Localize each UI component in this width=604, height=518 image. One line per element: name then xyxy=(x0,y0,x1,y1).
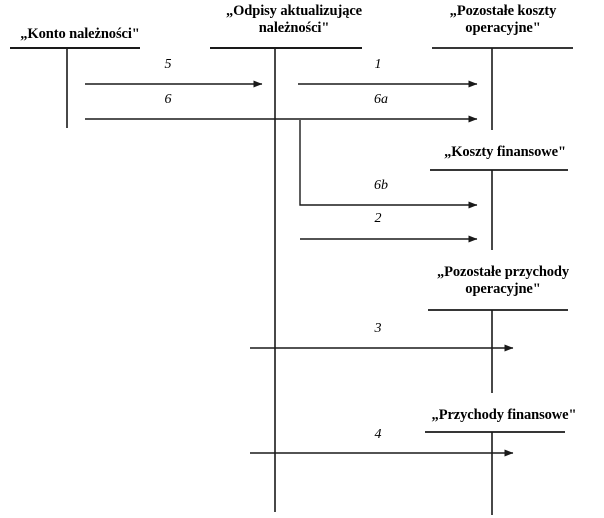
flow-label-5: 5 xyxy=(164,57,172,72)
flow-label-2: 2 xyxy=(374,211,382,226)
account-title-pozostale-koszty-operacyjne: „Pozostałe koszty operacyjne" xyxy=(449,3,557,37)
account-title-koszty-finansowe: „Koszty finansowe" xyxy=(444,144,566,160)
t-account-pozostale-przychody-operacyjne xyxy=(428,309,568,393)
flow-label-6: 6 xyxy=(164,92,172,107)
flow-label-1: 1 xyxy=(374,57,382,72)
t-account-przychody-finansowe xyxy=(425,431,565,515)
t-account-koszty-finansowe xyxy=(430,169,568,250)
t-account-konto-naleznosci xyxy=(10,47,140,128)
flow-arrow-6b xyxy=(299,120,478,209)
flow-label-3: 3 xyxy=(374,321,382,336)
t-account-odpisy-aktualizujace-naleznosci xyxy=(210,47,362,512)
t-account-pozostale-koszty-operacyjne xyxy=(432,47,573,130)
account-title-przychody-finansowe: „Przychody finansowe" xyxy=(431,407,577,423)
flow-label-6b: 6b xyxy=(374,178,388,193)
account-title-odpisy-aktualizujace-naleznosci: „Odpisy aktualizujące należności" xyxy=(225,3,363,37)
account-title-pozostale-przychody-operacyjne: „Pozostałe przychody operacyjne" xyxy=(436,264,570,298)
account-title-konto-naleznosci: „Konto należności" xyxy=(20,26,140,42)
flow-label-4: 4 xyxy=(374,427,382,442)
flow-label-6a: 6a xyxy=(374,92,388,107)
